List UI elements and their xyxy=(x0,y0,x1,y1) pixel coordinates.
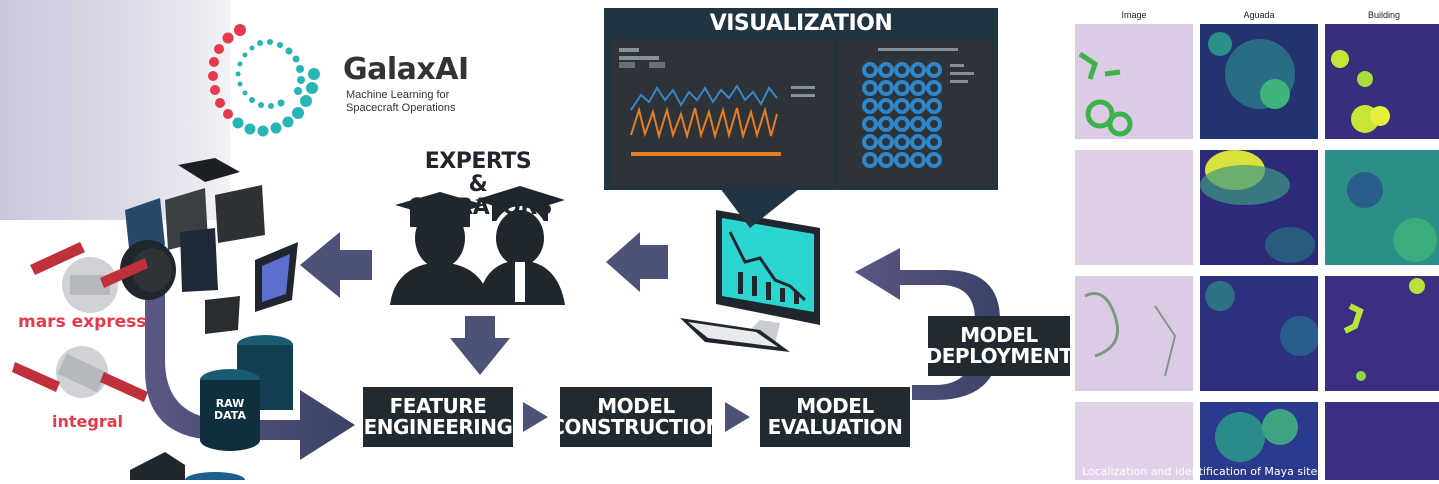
satellite-dish-icon xyxy=(120,240,176,300)
deployment-loop-arrow xyxy=(855,248,1000,400)
background-band xyxy=(0,0,230,220)
aguada-tile xyxy=(1200,24,1318,139)
image-tile xyxy=(1075,276,1193,391)
column-header-image: Image xyxy=(1121,10,1147,20)
column-header-aguada: Aguada xyxy=(1243,10,1275,20)
integral-label: integral xyxy=(52,412,123,431)
aguada-tile xyxy=(1200,276,1320,391)
arrow-viz-to-experts xyxy=(606,232,668,292)
aguada-tile-art xyxy=(1200,402,1318,480)
feature-engineering-box: FEATURE ENGINEERING xyxy=(363,387,513,447)
database-icon xyxy=(200,335,293,451)
experts-line2: & OPERATORS xyxy=(408,172,553,221)
image-grid-caption: Localization and identification of Maya … xyxy=(1082,465,1323,478)
building-tile xyxy=(1325,24,1439,139)
mars-express-label: mars express xyxy=(18,312,147,332)
step-line1: MODEL xyxy=(796,394,874,418)
image-tile xyxy=(1075,24,1193,139)
integral-icon xyxy=(12,346,148,402)
raw-data-line2: DATA xyxy=(214,409,246,423)
galaxai-logo-icon xyxy=(208,24,320,137)
dashboard-gauge-panel xyxy=(838,40,993,186)
computer-monitor-icon xyxy=(680,210,820,352)
step-line2: DEPLOYMENT xyxy=(925,344,1073,368)
dashboard-gauge-grid xyxy=(862,48,974,168)
logo-tagline-line2: Spacecraft Operations xyxy=(346,102,456,114)
experts-line1: EXPERTS xyxy=(424,149,532,174)
image-tile-art xyxy=(1084,292,1177,377)
logo-tagline-line1: Machine Learning for xyxy=(346,89,450,101)
dashboard-chart-panel xyxy=(611,40,833,186)
step-line1: FEATURE xyxy=(389,394,487,418)
raw-data-flow-arrow xyxy=(145,270,355,460)
logo-name: GalaxAI xyxy=(343,52,469,87)
bottom-satellite-icon xyxy=(130,452,245,480)
aguada-tile-art xyxy=(1200,150,1318,265)
column-header-building: Building xyxy=(1367,10,1401,20)
building-tile-art xyxy=(1325,150,1439,265)
step-line2: CONSTRUCTION xyxy=(550,415,722,439)
arrow-experts-to-stack xyxy=(300,232,372,298)
building-tile xyxy=(1325,402,1439,480)
step-line2: EVALUATION xyxy=(767,415,903,439)
model-deployment-box: MODEL DEPLOYMENT xyxy=(925,316,1073,376)
raw-data-line1: RAW xyxy=(215,397,245,410)
image-tile-art xyxy=(1078,51,1133,137)
step-line2: ENGINEERING xyxy=(363,415,513,439)
experts-operators-icon xyxy=(390,186,565,305)
building-tile-art xyxy=(1325,24,1439,139)
experts-label: EXPERTS & OPERATORS xyxy=(408,149,553,221)
workflow-diagram xyxy=(12,158,1000,480)
raw-data-label: RAW DATA xyxy=(205,397,255,423)
aguada-tile-art xyxy=(1200,276,1320,391)
building-tile xyxy=(1325,150,1439,265)
model-construction-box: MODEL CONSTRUCTION xyxy=(550,387,722,447)
building-tile xyxy=(1325,276,1439,391)
visualization-pointer xyxy=(720,188,800,228)
step-line1: MODEL xyxy=(597,394,675,418)
aguada-tile xyxy=(1200,150,1318,265)
visualization-title: VISUALIZATION xyxy=(709,11,893,36)
step-line1: MODEL xyxy=(960,323,1038,347)
image-tile xyxy=(1075,402,1193,480)
arrow-experts-to-feature xyxy=(450,316,510,375)
arrow-construction-to-evaluation xyxy=(725,402,750,432)
dashboard-line-chart xyxy=(619,48,815,156)
aguada-tile-art xyxy=(1200,24,1318,139)
arrow-feature-to-construction xyxy=(523,402,548,432)
building-tile-art xyxy=(1325,276,1439,391)
aguada-tile xyxy=(1200,402,1318,480)
model-evaluation-box: MODEL EVALUATION xyxy=(760,387,910,447)
mars-express-icon xyxy=(30,242,148,313)
image-tile xyxy=(1075,150,1193,265)
